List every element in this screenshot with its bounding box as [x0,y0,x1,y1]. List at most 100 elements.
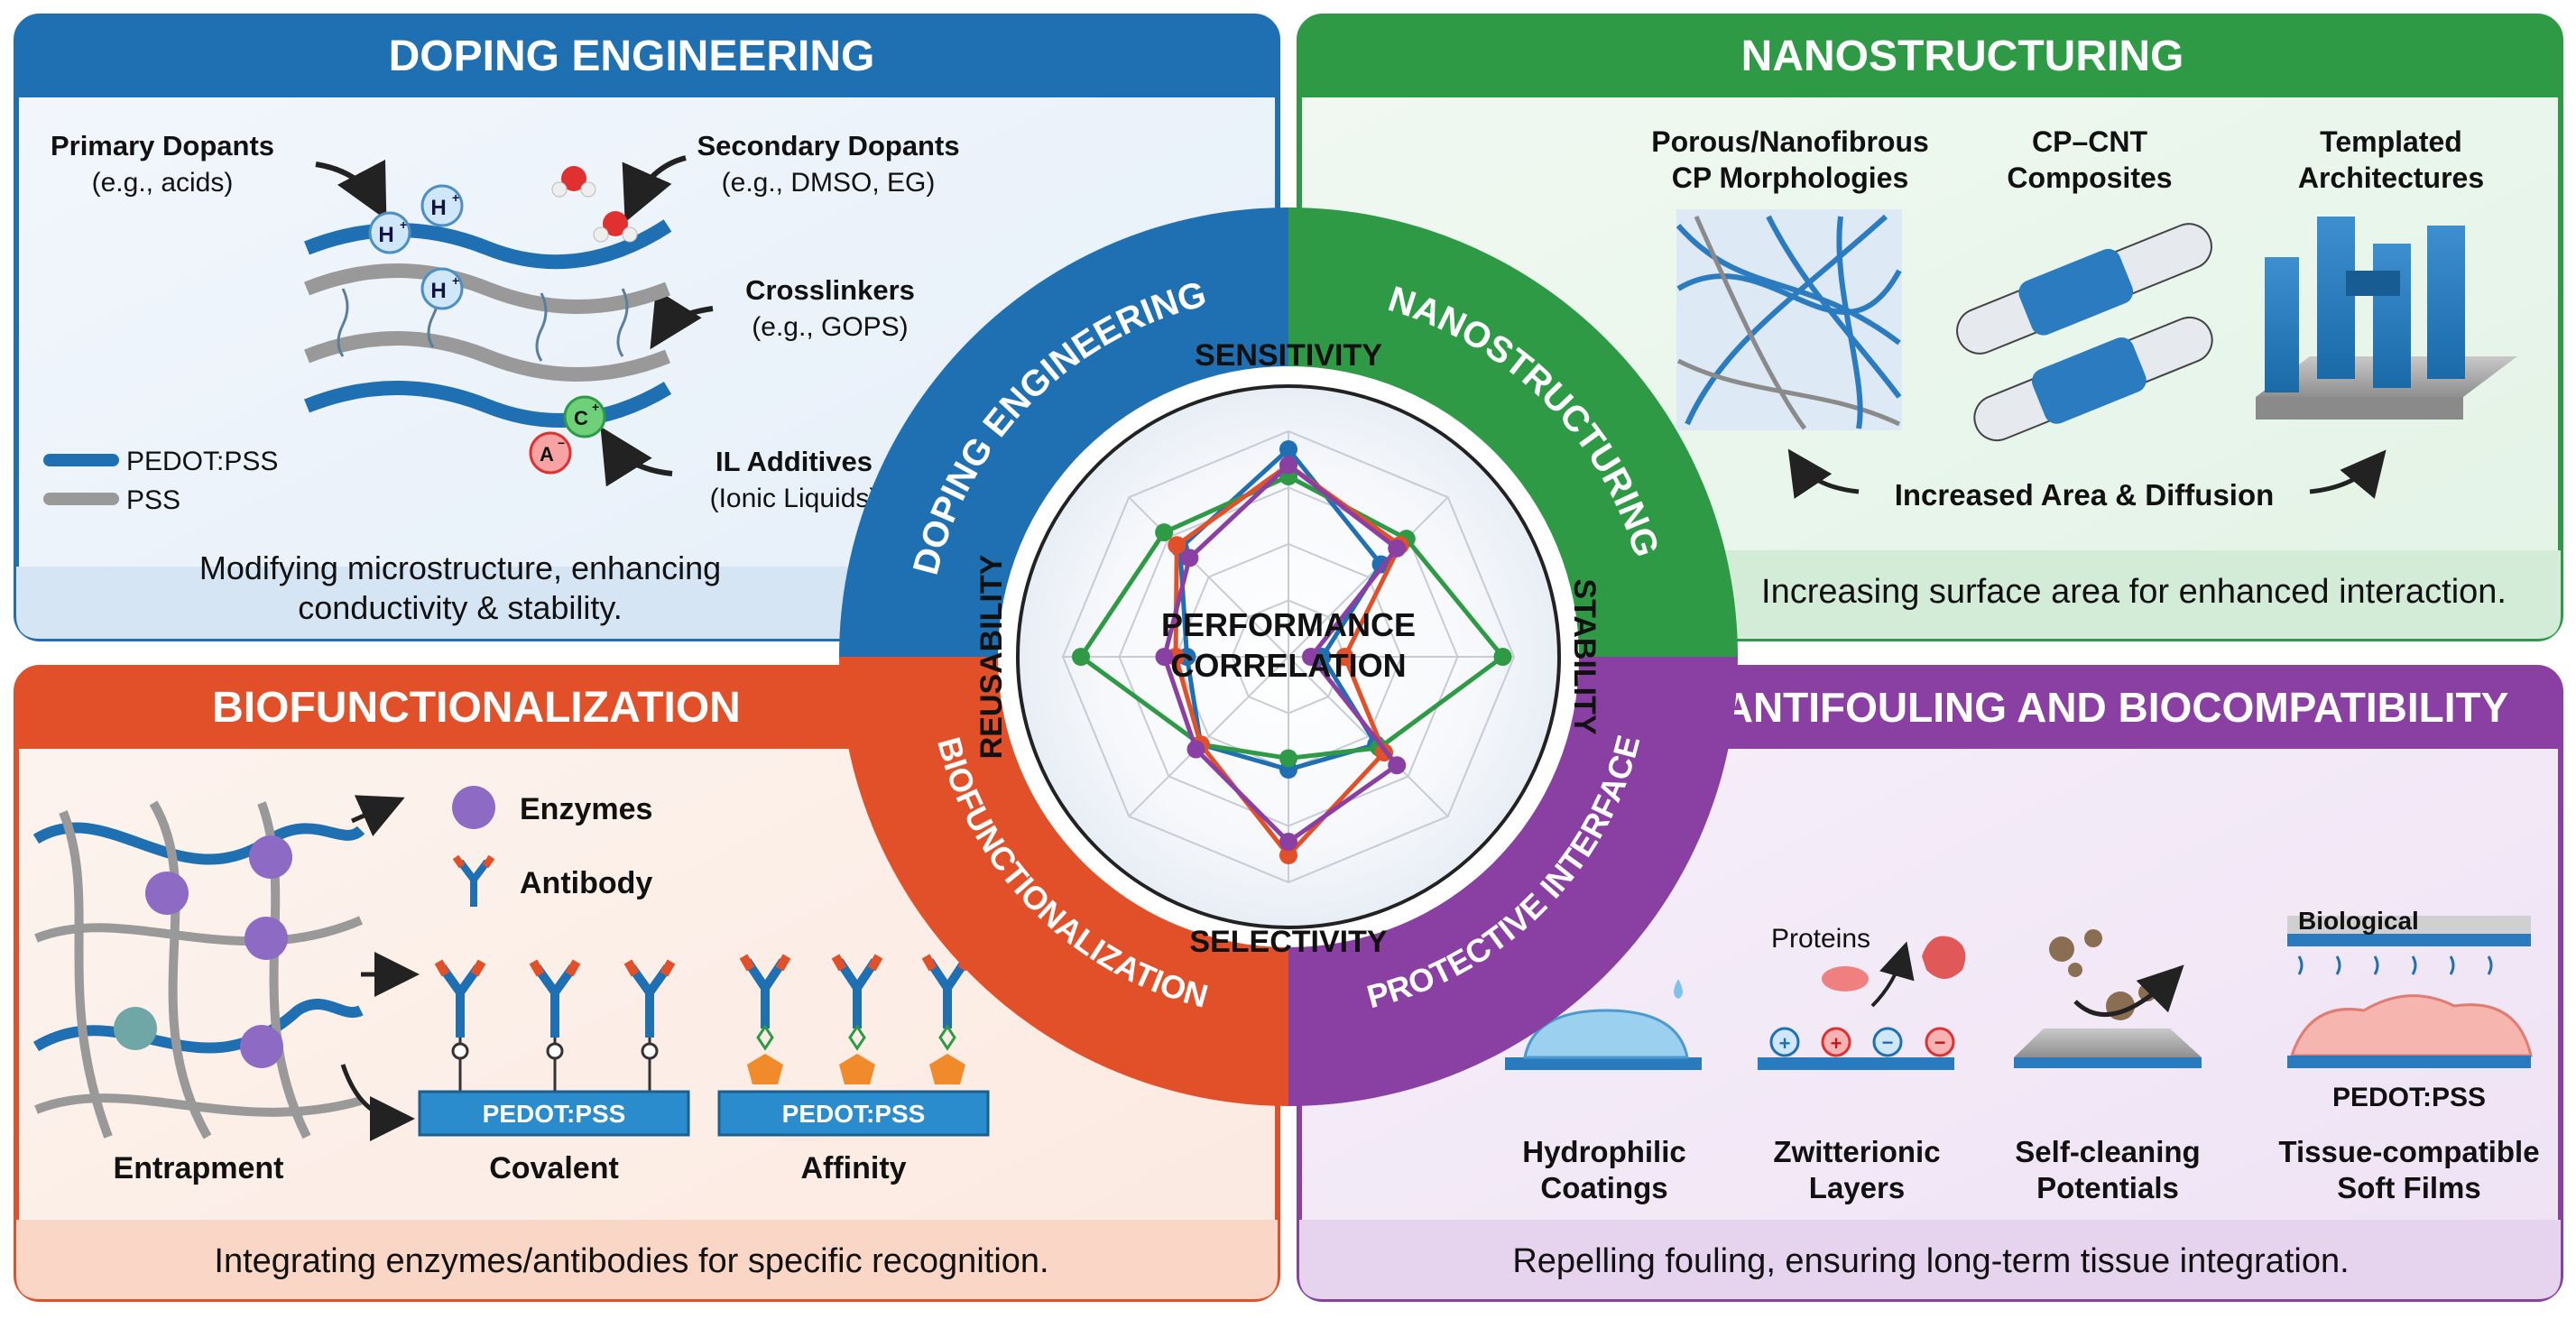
radar-point-3-3 [1335,648,1354,666]
il-additives-label: IL Additives [716,446,873,477]
radar-axis-reusability: REUSABILITY [974,554,1009,759]
svg-text:+: + [452,273,459,288]
svg-text:+: + [592,400,599,414]
radar-center-line1: PERFORMANCE [1161,606,1416,643]
anti-caption: Repelling fouling, ensuring long-term ti… [1512,1242,2349,1280]
crosslinkers-label: Crosslinkers [745,274,915,306]
nano-item2-line2: Composites [2007,161,2172,194]
radar-axis-stability: STABILITY [1567,578,1602,734]
svg-text:−: − [1934,1031,1946,1054]
nano-item3-line1: Templated [2320,125,2462,158]
svg-text:H: H [430,279,446,303]
svg-text:−: − [1882,1031,1894,1054]
affinity-substrate-label: PEDOT:PSS [782,1100,926,1128]
svg-text:H: H [378,223,393,247]
antibody-label: Antibody [520,866,652,900]
bio-title: BIOFUNCTIONALIZATION [212,684,741,732]
radar-point-3-5 [1279,846,1297,864]
anti-item2-line2: Layers [1809,1171,1905,1204]
svg-text:+: + [452,190,459,205]
anti-item2-line1: Zwitterionic [1773,1135,1940,1168]
radar-point-2-7 [1072,648,1090,666]
radar-center-line2: CORRELATION [1170,647,1406,684]
primary-dopants-label: Primary Dopants [51,130,274,161]
radar-point-2-3 [1493,648,1512,666]
radar-point-1-1 [1279,440,1297,458]
radar-point-4-1 [1279,456,1297,475]
anti-item1-line2: Coatings [1540,1171,1667,1204]
cnt-composites-illustration [1956,223,2213,442]
anti-title: ANTIFOULING AND BIOCOMPATIBILITY [1723,684,2509,731]
primary-dopants-example: (e.g., acids) [92,168,234,198]
svg-text:+: + [1831,1032,1842,1055]
enzymes-label: Enzymes [520,792,652,826]
radar-spoke [1288,656,1449,817]
radar-point-2-8 [1155,523,1174,542]
radar-spoke [1288,496,1449,658]
radar-axis-sensitivity: SENSITIVITY [1195,338,1382,373]
radar-point-4-3 [1302,648,1320,666]
covalent-substrate-label: PEDOT:PSS [483,1100,626,1128]
water-molecule-2 [593,211,638,243]
enzyme-icon [452,786,495,829]
method-affinity: Affinity [800,1151,906,1185]
secondary-dopants-example: (e.g., DMSO, EG) [722,168,936,198]
nanofiber-mesh-illustration [1676,209,1902,430]
nano-item1-line1: Porous/Nanofibrous [1651,125,1929,158]
biological-label: Biological [2298,907,2419,935]
svg-text:+: + [400,217,407,232]
radar-spoke [1128,656,1289,817]
proton-ion-3: H+ [420,267,464,310]
method-entrapment: Entrapment [114,1151,284,1185]
nano-title: NANOSTRUCTURING [1741,32,2184,80]
tissue-pedot-label: PEDOT:PSS [2332,1083,2486,1112]
radar-point-4-8 [1180,549,1199,567]
crosslinkers-example: (e.g., GOPS) [752,312,908,342]
proton-ion-2: H+ [420,184,464,227]
radar-axis-selectivity: SELECTIVITY [1189,925,1387,959]
affinity-substrate [717,1090,990,1137]
doping-caption-line2: conductivity & stability. [298,589,622,626]
legend-pedot-label: PEDOT:PSS [126,447,278,476]
nano-item2-line1: CP–CNT [2032,125,2147,158]
anion-ion: A− [529,431,572,475]
polymer-chains-illustration [304,219,672,428]
covalent-antibodies [434,959,676,1092]
doping-caption-line1: Modifying microstructure, enhancing [199,549,721,586]
bio-caption: Integrating enzymes/antibodies for speci… [214,1242,1048,1280]
svg-text:H: H [430,196,446,220]
proton-ion-1: H+ [368,211,411,254]
radar-spoke [1128,496,1289,658]
radar-point-2-5 [1279,749,1297,768]
method-covalent: Covalent [489,1151,619,1185]
nano-item3-line2: Architectures [2298,161,2484,194]
affinity-antibodies [739,954,974,1084]
anti-item1-line1: Hydrophilic [1522,1135,1686,1168]
radar-point-4-4 [1388,756,1407,775]
tissue-compatible-illustration [2287,916,2533,1068]
svg-text:−: − [558,436,565,450]
self-cleaning-illustration [2014,929,2202,1068]
entrapment-network-illustration [32,800,365,1139]
proteins-label: Proteins [1771,924,1870,954]
radar-point-4-7 [1155,648,1174,666]
anti-item4-line2: Soft Films [2337,1171,2481,1204]
svg-text:A: A [540,443,554,466]
anti-item3-line1: Self-cleaning [2015,1135,2200,1168]
radar-point-4-6 [1186,740,1205,759]
water-molecule-1 [551,166,596,198]
nano-caption: Increasing surface area for enhanced int… [1761,573,2507,611]
secondary-dopants-label: Secondary Dopants [697,130,959,161]
cation-ion: C+ [563,395,606,438]
antibody-icon [452,854,495,907]
doping-title: DOPING ENGINEERING [389,32,875,80]
radar-point-3-8 [1168,536,1186,555]
nano-arrow-label: Increased Area & Diffusion [1895,478,2275,512]
zwitterionic-layer-illustration: + + − − [1758,936,1966,1070]
svg-text:C: C [574,407,588,429]
il-additives-example: (Ionic Liquids) [710,484,879,513]
radar-series [1072,440,1512,864]
templated-architecture-illustration [2256,217,2517,420]
nano-item1-line2: CP Morphologies [1672,161,1909,194]
